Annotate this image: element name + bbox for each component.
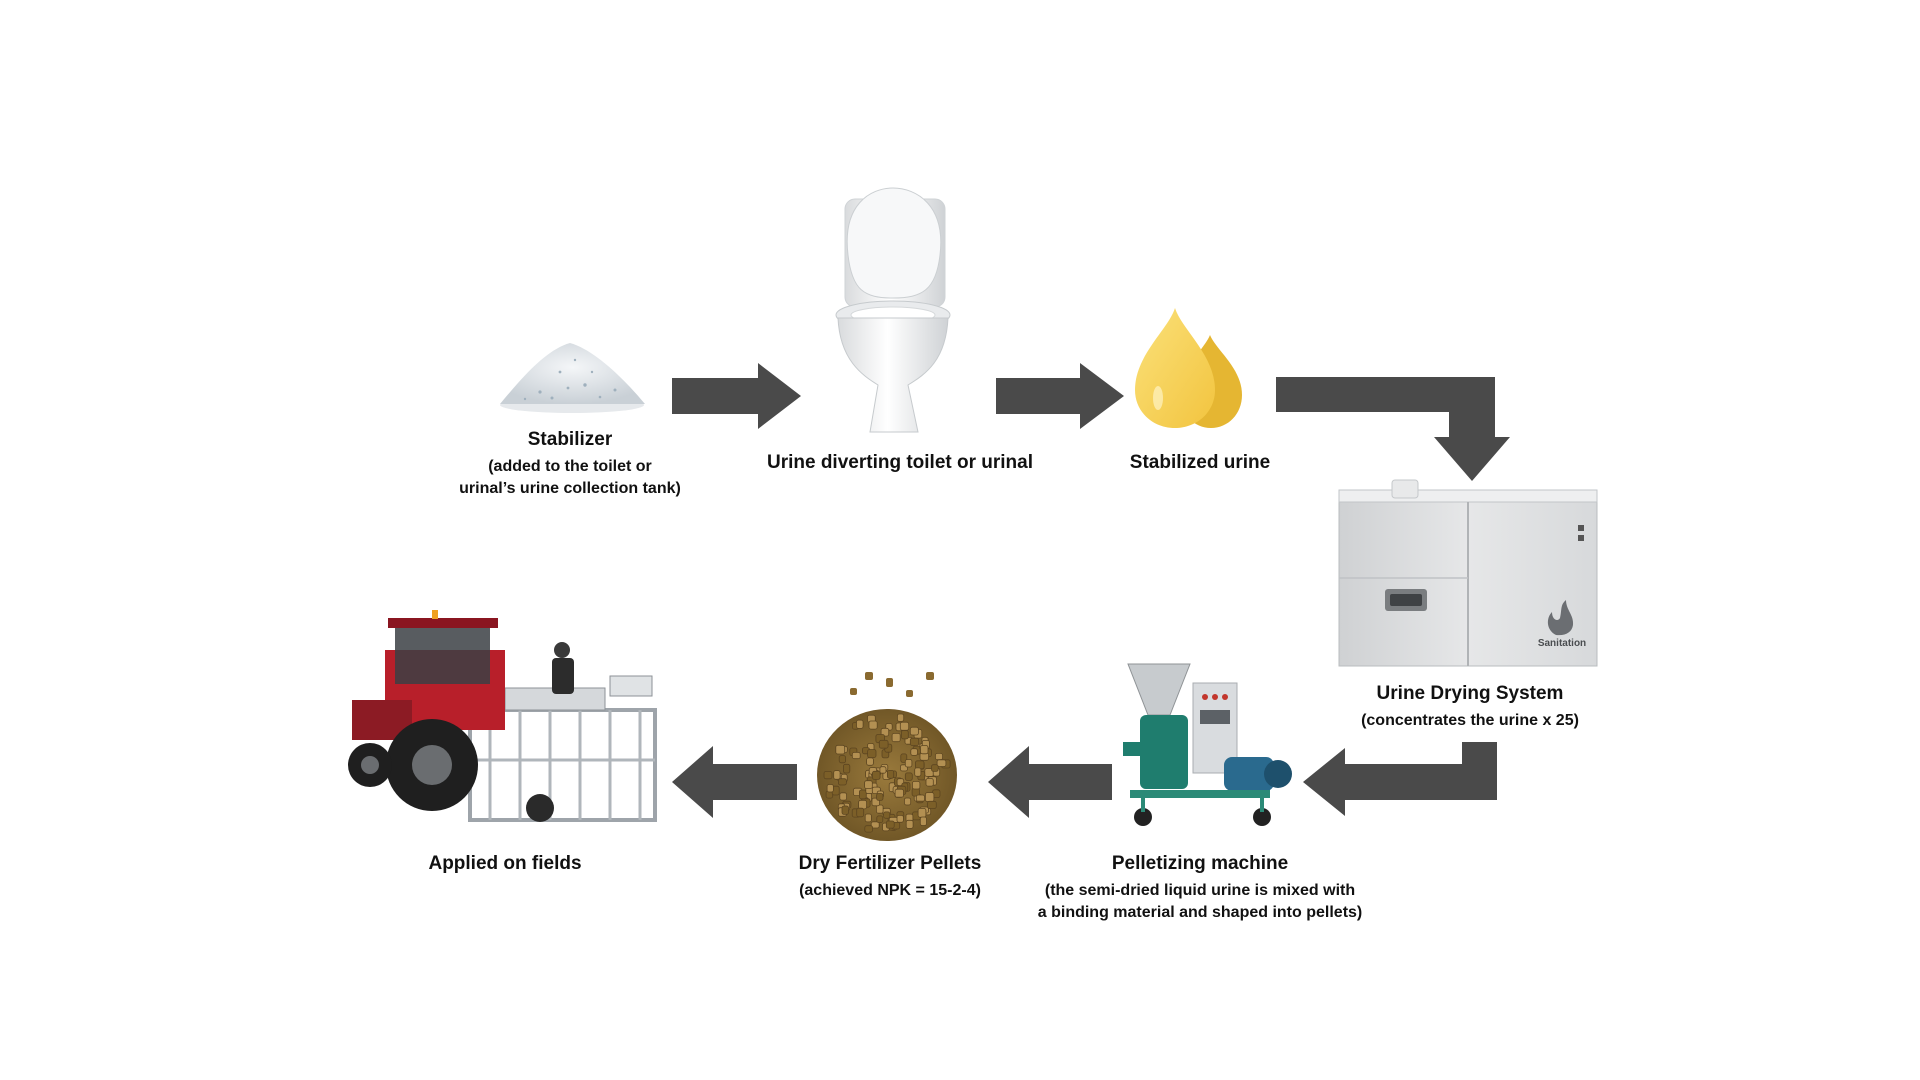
pellet-grain <box>838 755 847 764</box>
pellet-grain <box>897 713 905 722</box>
pellet-grain <box>826 784 834 793</box>
pellet-grain <box>914 767 922 777</box>
fields-title: Applied on fields <box>428 853 582 874</box>
pellet-grain <box>912 781 921 790</box>
pellet-grain <box>910 748 918 756</box>
step-stabilizer-label: Stabilizer (added to the toilet or urina… <box>440 428 700 501</box>
pellet-grain <box>904 759 913 768</box>
pellet-grain <box>909 737 920 746</box>
stabilizer-title: Stabilizer <box>527 429 613 450</box>
pellet-grain <box>909 726 919 736</box>
pellet-grain <box>891 733 901 743</box>
stabilizer-subtitle: (added to the toilet or urinal’s urine c… <box>440 456 700 501</box>
step-fields-label: Applied on fields <box>405 852 605 876</box>
toilet-title: Urine diverting toilet or urinal <box>766 452 1034 473</box>
pellet-grain <box>936 759 947 767</box>
pellet-grain <box>839 792 847 801</box>
pellet-grain <box>885 820 895 829</box>
pellet-mill-icon <box>1123 663 1292 826</box>
pellet-grain <box>858 799 867 810</box>
pellet-grain <box>833 770 841 780</box>
drying-system-title: Urine Drying System <box>1376 683 1564 704</box>
pellet-grain <box>931 764 939 772</box>
pellet-grain <box>867 749 877 759</box>
pelletizing-subtitle-line-2: a binding material and shaped into pelle… <box>1037 904 1363 922</box>
arrow-stabilizer-to-toilet <box>672 363 801 429</box>
drying-cabinet-icon: Sanitation <box>1338 479 1598 667</box>
sanitation-logo-icon <box>1547 600 1574 636</box>
stabilizer-subtitle-line-1: (added to the toilet or <box>488 457 652 475</box>
pellet-grain <box>856 719 864 729</box>
pellet-grain <box>927 800 937 809</box>
pellet-grain <box>856 807 865 818</box>
step-pelletizing-label: Pelletizing machine (the semi-dried liqu… <box>1030 852 1370 925</box>
flow-arrows <box>672 363 1510 818</box>
pellet-grain <box>904 772 913 781</box>
pellet-grain <box>859 789 867 800</box>
pellet-grain <box>883 811 891 819</box>
pellet-grain <box>835 744 846 755</box>
pellet-grain <box>935 753 944 761</box>
powder-pile-icon <box>500 343 645 413</box>
pellet-grain <box>876 804 884 814</box>
arrow-pellets-to-fields <box>672 746 797 818</box>
pellet-grain <box>823 771 833 780</box>
step-drying-system-label: Urine Drying System (concentrates the ur… <box>1330 682 1610 732</box>
pellets-title: Dry Fertilizer Pellets <box>798 853 982 874</box>
pellet-grain <box>901 730 909 740</box>
pellet-grain <box>872 770 881 780</box>
pelletizing-subtitle: (the semi-dried liquid urine is mixed wi… <box>1030 880 1370 925</box>
pellet-grain <box>879 766 887 774</box>
arrow-toilet-to-urine <box>996 363 1124 429</box>
pellet-grain <box>905 819 914 829</box>
pellet-grain <box>915 794 925 802</box>
pellet-grain <box>838 778 847 786</box>
arrow-urine-to-drying <box>1276 377 1510 481</box>
pellet-grain <box>925 778 934 787</box>
pellet-grain <box>917 808 927 818</box>
pellet-grain <box>870 821 880 829</box>
pellet-grain <box>864 825 873 833</box>
pellet-grain <box>864 780 873 790</box>
pellet-grain <box>920 745 929 755</box>
pellet-grain <box>868 720 878 730</box>
pellet-grain <box>843 763 851 774</box>
toilet-icon <box>835 187 951 433</box>
stabilized-urine-title: Stabilized urine <box>1129 452 1271 473</box>
fertilizer-pellets-icon <box>817 672 957 841</box>
pellet-grain <box>894 788 904 798</box>
pellet-grain <box>887 770 895 779</box>
pellet-grain <box>841 805 849 815</box>
urine-drops-icon <box>1135 308 1242 428</box>
pellet-grain <box>864 813 872 823</box>
sanitation-logo-text: Sanitation <box>1538 638 1586 649</box>
pelletizing-subtitle-line-1: (the semi-dried liquid urine is mixed wi… <box>1044 881 1356 899</box>
pellet-grain <box>899 721 910 731</box>
arrow-drying-to-pelletizer <box>1303 742 1497 816</box>
pellet-grain <box>851 752 861 760</box>
pellet-grain <box>896 815 904 823</box>
pellet-grain <box>876 793 884 801</box>
pellet-grain <box>919 816 927 826</box>
pellet-grain <box>866 757 874 766</box>
drying-system-subtitle: (concentrates the urine x 25) <box>1361 711 1579 729</box>
step-stabilized-urine-label: Stabilized urine <box>1090 451 1310 475</box>
step-toilet-label: Urine diverting toilet or urinal <box>740 451 1060 475</box>
arrow-pelletizer-to-pellets <box>988 746 1112 818</box>
stabilizer-subtitle-line-2: urinal’s urine collection tank) <box>459 480 681 498</box>
pelletizing-title: Pelletizing machine <box>1111 853 1289 874</box>
pellet-grain <box>876 815 884 824</box>
pellet-grain <box>904 797 912 806</box>
pellet-grain <box>878 739 889 749</box>
pellet-grain <box>925 792 935 802</box>
step-pellets-label: Dry Fertilizer Pellets (achieved NPK = 1… <box>770 852 1010 902</box>
pellets-subtitle: (achieved NPK = 15-2-4) <box>799 881 981 899</box>
tractor-spreader-icon <box>348 610 657 822</box>
